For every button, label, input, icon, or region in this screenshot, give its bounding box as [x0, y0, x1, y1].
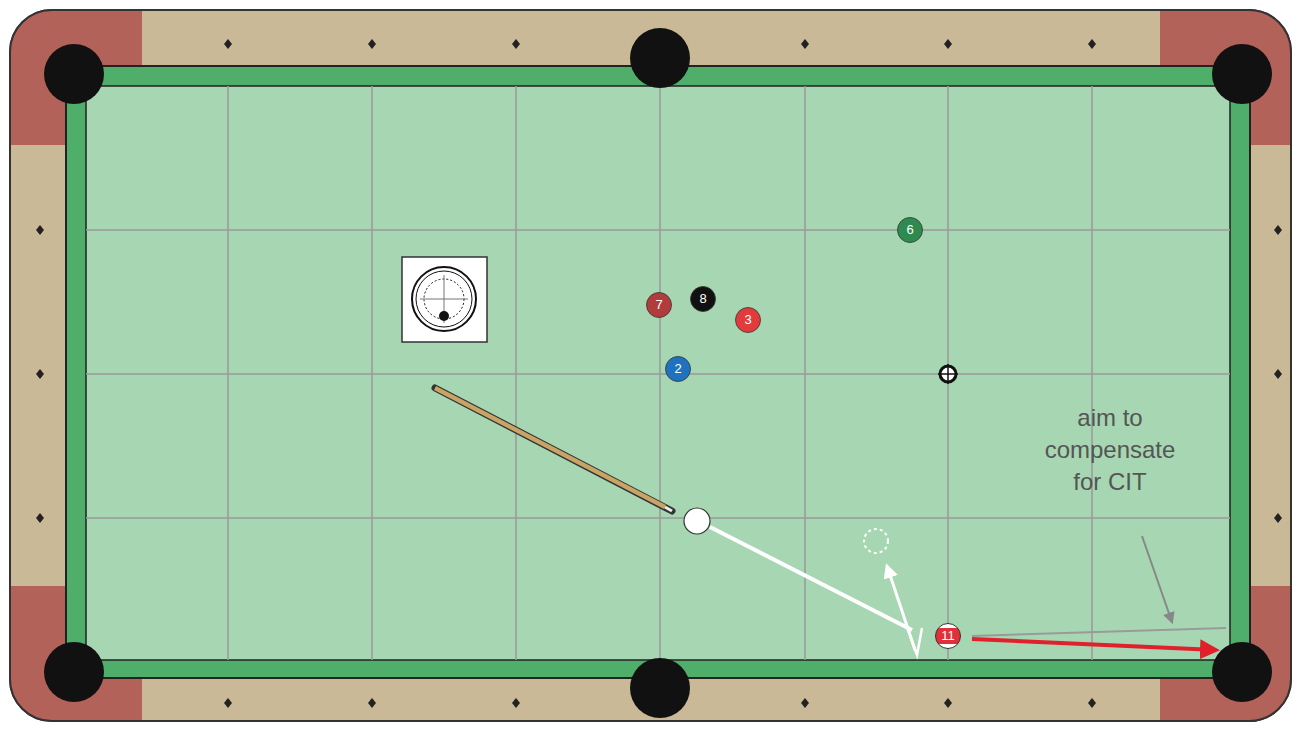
rail-diamond [368, 39, 376, 49]
grid-lines [86, 517, 1230, 519]
annotation-note: aim to compensate for CIT [1030, 402, 1190, 498]
rail-diamond [512, 39, 520, 49]
cue-ball [684, 508, 710, 534]
cue-tip-icon [416, 271, 472, 327]
ball-number: 6 [897, 217, 923, 243]
ball-outline [936, 624, 961, 649]
shot-lines [864, 529, 888, 553]
pool-ball: 3 [735, 307, 761, 333]
shot-lines [972, 639, 1216, 650]
shot-lines [972, 628, 1226, 636]
ball-body [898, 218, 923, 243]
shot-lines [1142, 536, 1172, 622]
rail-diamond [944, 39, 952, 49]
rail-diamond [1088, 39, 1096, 49]
pool-ball: 7 [646, 292, 672, 318]
pockets [1212, 44, 1272, 104]
pool-ball: 8 [690, 286, 716, 312]
ball-number: 2 [665, 356, 691, 382]
pool-ball: 6 [897, 217, 923, 243]
grid-lines [86, 229, 1230, 231]
cue-tip-icon [439, 311, 449, 321]
rail-diamond [801, 698, 809, 708]
grid-lines [947, 86, 949, 660]
ball-number: 3 [735, 307, 761, 333]
rail-diamond [36, 513, 44, 523]
pockets [630, 658, 690, 718]
pockets [44, 44, 104, 104]
pool-ball: 11 [935, 623, 961, 649]
grid-lines [659, 86, 661, 660]
grid-lines [515, 86, 517, 660]
grid-lines [86, 86, 1230, 660]
ball-body [691, 287, 716, 312]
cue-stick [435, 388, 665, 507]
ball-number: 7 [646, 292, 672, 318]
target-mark [947, 364, 949, 384]
cushions [66, 66, 1250, 678]
rail-diamond [1274, 513, 1282, 523]
ball-body [936, 624, 961, 649]
ball-body [666, 357, 691, 382]
rail-diamond [1274, 225, 1282, 235]
cue-tip-icon [402, 257, 487, 342]
ball-body [736, 308, 761, 333]
cue-stick [665, 507, 672, 511]
pockets [630, 28, 690, 88]
ball-number: 11 [935, 623, 961, 649]
grid-lines [86, 373, 1230, 375]
table-rails [10, 10, 1291, 721]
pockets [44, 28, 1272, 718]
cue-tip-icon [402, 257, 487, 342]
shot-lines [710, 527, 912, 630]
rail-diamond [36, 225, 44, 235]
grid-lines [1091, 86, 1093, 660]
rail-diamond [801, 39, 809, 49]
rail-diamond [224, 698, 232, 708]
pockets [1212, 642, 1272, 702]
cue-stick [435, 388, 672, 511]
rail-diamond [1088, 698, 1096, 708]
rail-diamond [224, 39, 232, 49]
rail-diamond [512, 698, 520, 708]
cushions [66, 66, 1250, 678]
grid-lines [227, 86, 229, 660]
shot-lines [887, 566, 915, 650]
cue-tip-icon [412, 267, 476, 331]
grid-lines [371, 86, 373, 660]
rail-diamond [1274, 369, 1282, 379]
ball-body [647, 293, 672, 318]
cue-ball [684, 508, 710, 534]
table-rails [10, 10, 1291, 721]
table-rails [10, 10, 1291, 721]
table-rails [10, 10, 1291, 721]
cushions [86, 86, 1230, 660]
pockets [44, 642, 104, 702]
rail-diamonds [36, 39, 1282, 708]
ball-number: 8 [690, 286, 716, 312]
rail-diamond [36, 369, 44, 379]
target-mark [938, 364, 958, 384]
cue-stick [435, 388, 672, 511]
rail-diamond [944, 698, 952, 708]
pool-ball: 2 [665, 356, 691, 382]
shot-lines [710, 527, 1226, 655]
rail-diamond [368, 698, 376, 708]
